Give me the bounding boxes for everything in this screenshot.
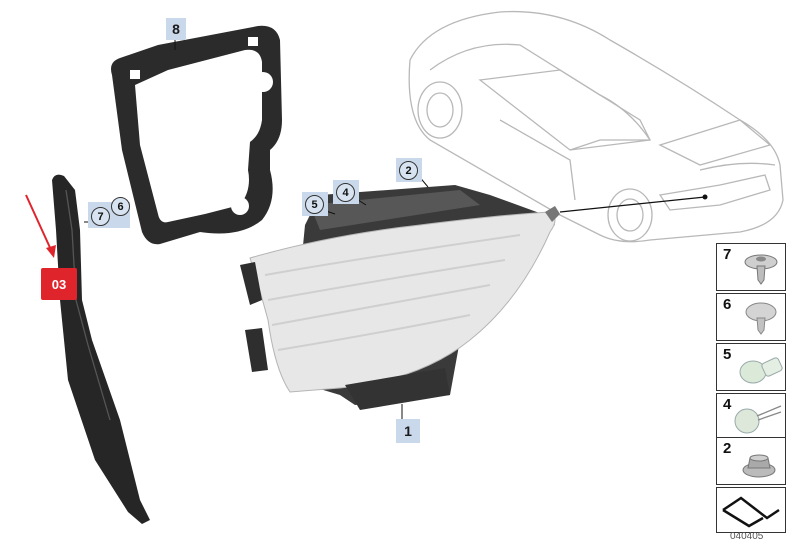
legend-number: 6: [723, 296, 732, 313]
legend-item-2: 2: [716, 437, 786, 485]
footer-code: 040405: [730, 531, 764, 542]
legend-item-7: 7: [716, 243, 786, 291]
leader-dot: [702, 194, 708, 200]
leader-line-car: [559, 196, 706, 213]
callout-8: 8: [166, 18, 186, 40]
wedge-bulb-icon: [739, 357, 783, 384]
callout-5: 5: [305, 195, 324, 214]
gasket-part-8: [111, 25, 282, 245]
bulb-with-wires-icon: [734, 405, 782, 434]
tail-lamp-part-1: [240, 185, 560, 410]
arrow-shape-icon: [722, 496, 780, 528]
trim-strip: [52, 174, 150, 524]
legend-number: 4: [723, 396, 732, 413]
legend-item-6: 6: [716, 293, 786, 341]
red-arrow: [25, 194, 56, 258]
legend-number: 2: [723, 440, 732, 457]
callout-6: 6: [111, 197, 130, 216]
legend-number: 5: [723, 346, 732, 363]
legend-item-5: 5: [716, 343, 786, 391]
callout-7: 7: [91, 207, 110, 226]
legend-item-arrow: [716, 487, 786, 533]
flange-nut-icon: [742, 454, 776, 478]
push-rivet-icon: [744, 254, 778, 285]
highlight-badge: 03: [41, 268, 77, 300]
callout-1: 1: [396, 419, 420, 443]
mushroom-clip-icon: [745, 302, 777, 335]
callout-4: 4: [336, 183, 355, 202]
legend-item-4: 4: [716, 393, 786, 441]
legend-number: 7: [723, 246, 732, 263]
callout-2: 2: [399, 161, 418, 180]
car-outline: [408, 10, 784, 243]
